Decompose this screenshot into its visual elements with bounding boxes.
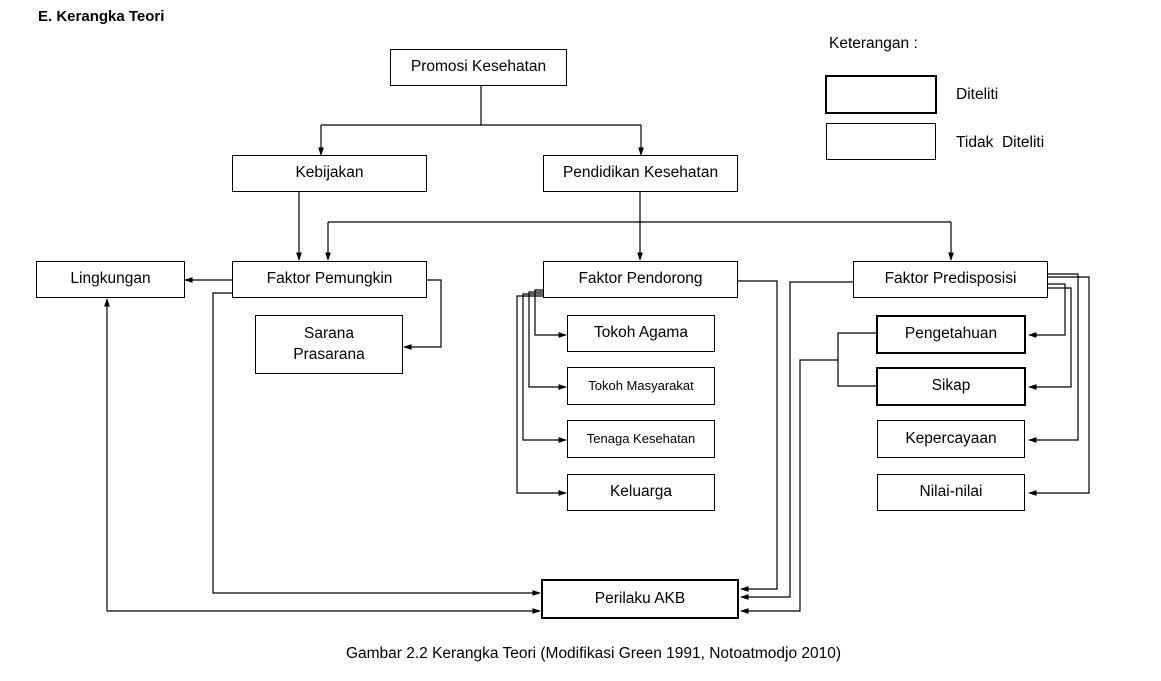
node-label-line2: Prasarana [293, 345, 365, 363]
edge-to-tokoh-masyarakat [528, 291, 567, 390]
node-faktor-pendorong: Faktor Pendorong [543, 261, 738, 298]
edge-pemungkin-perilaku [212, 292, 541, 596]
node-keluarga: Keluarga [567, 474, 715, 511]
edge-to-kepercayaan [1028, 273, 1079, 443]
node-label: Faktor Pemungkin [266, 270, 393, 288]
node-label: Sikap [931, 377, 971, 395]
legend-title: Keterangan : [829, 35, 918, 52]
node-tenaga-kesehatan: Tenaga Kesehatan [567, 420, 715, 458]
edge-pengetahuan-sikap-bracket [741, 332, 877, 611]
node-tokoh-agama: Tokoh Agama [567, 315, 715, 352]
node-perilaku-akb: Perilaku AKB [541, 579, 739, 619]
node-kepercayaan: Kepercayaan [877, 420, 1025, 458]
edge-to-sikap [1028, 287, 1072, 390]
node-label: Pendidikan Kesehatan [562, 164, 719, 182]
node-label: Promosi Kesehatan [410, 58, 547, 76]
node-nilai-nilai: Nilai-nilai [877, 474, 1025, 511]
node-label: Kepercayaan [905, 429, 997, 447]
edge-to-sarana [403, 279, 442, 350]
node-kebijakan: Kebijakan [232, 155, 427, 192]
node-label: Nilai-nilai [919, 483, 983, 501]
edge-to-nilai [1028, 276, 1090, 496]
node-faktor-predisposisi: Faktor Predisposisi [853, 261, 1048, 298]
node-label-line1: Sarana [304, 325, 354, 343]
node-label: Pengetahuan [904, 325, 998, 343]
node-pendidikan-kesehatan: Pendidikan Kesehatan [543, 155, 738, 192]
node-label: Kebijakan [295, 164, 364, 182]
node-label: Tokoh Agama [594, 324, 688, 342]
node-label: Faktor Predisposisi [884, 270, 1017, 288]
node-tokoh-masyarakat: Tokoh Masyarakat [567, 367, 715, 405]
legend-swatch-researched [825, 75, 937, 114]
edge-predisposisi-perilaku [740, 281, 853, 600]
edge-to-tenaga-kesehatan [522, 293, 567, 443]
node-label: Lingkungan [70, 270, 151, 288]
figure-caption: Gambar 2.2 Kerangka Teori (Modifikasi Gr… [345, 645, 842, 662]
edge-to-pengetahuan [1028, 283, 1066, 338]
edge-promosi-split [321, 85, 641, 126]
node-sarana-prasarana: Sarana Prasarana [255, 315, 403, 374]
node-promosi-kesehatan: Promosi Kesehatan [390, 49, 567, 86]
legend-swatch-not-researched [826, 123, 936, 160]
edge-to-keluarga [516, 295, 567, 496]
edge-pendorong-perilaku [738, 280, 778, 592]
legend-label-not-researched: Tidak Diteliti [956, 134, 1045, 151]
edge-to-tokoh-agama [534, 289, 567, 338]
node-lingkungan: Lingkungan [36, 261, 185, 298]
node-label: Keluarga [609, 483, 673, 501]
node-label: Perilaku AKB [594, 589, 686, 607]
node-sikap: Sikap [876, 367, 1026, 406]
node-pengetahuan: Pengetahuan [876, 315, 1026, 354]
node-faktor-pemungkin: Faktor Pemungkin [232, 261, 427, 298]
node-label: Tokoh Masyarakat [588, 377, 694, 393]
section-heading: E. Kerangka Teori [38, 8, 165, 25]
node-label: Faktor Pendorong [578, 270, 703, 288]
legend-label-researched: Diteliti [956, 86, 999, 103]
node-label: Tenaga Kesehatan [586, 430, 696, 446]
